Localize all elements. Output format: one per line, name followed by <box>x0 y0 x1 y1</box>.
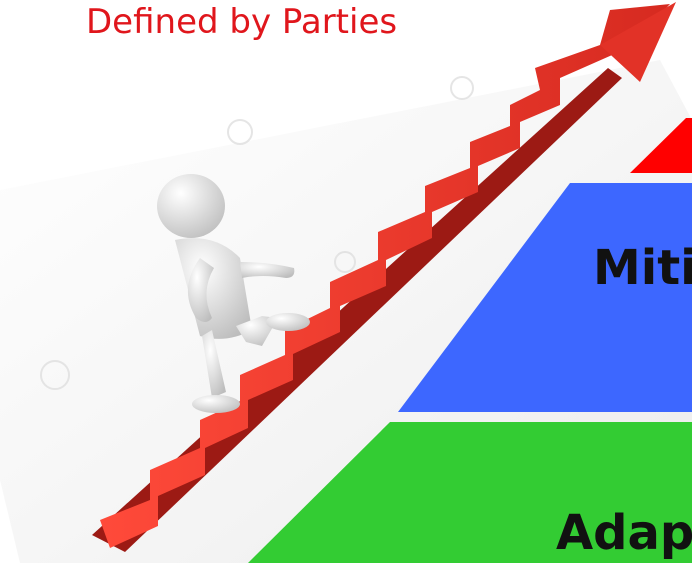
staircase-arrow <box>92 2 676 552</box>
pyramid-top-band <box>630 118 692 173</box>
slide-title: Defined by Parties <box>86 2 398 42</box>
pyramid-bottom-band <box>248 422 692 563</box>
adaptation-label: Adap <box>556 505 692 561</box>
mitigation-label: Miti <box>593 240 692 296</box>
pyramid-middle-band <box>398 183 692 412</box>
climbing-figure <box>157 174 310 413</box>
